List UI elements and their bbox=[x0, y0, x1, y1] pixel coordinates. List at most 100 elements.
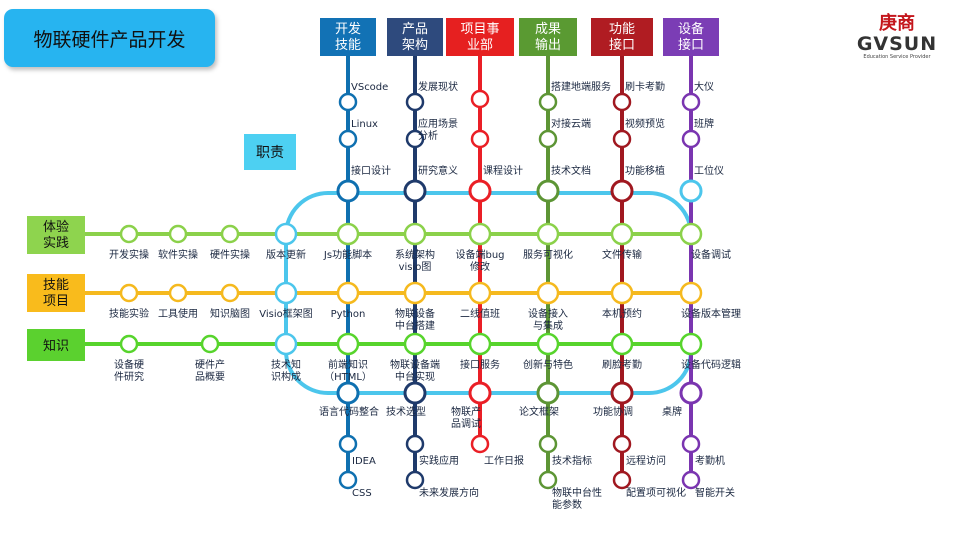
station-iface-1 bbox=[612, 129, 632, 149]
station-label-device-7: 考勤机 bbox=[695, 454, 725, 467]
station-label-iface-1: 视频预览 bbox=[625, 117, 665, 130]
station-label-iface-3: 文件传输 bbox=[602, 248, 642, 261]
station-label-experience-3: 版本更新 bbox=[266, 248, 306, 261]
station-iface-3 bbox=[610, 222, 634, 246]
station-label-dept-6: 物联产品调试 bbox=[451, 405, 481, 430]
station-label-arch-7: 实践应用 bbox=[419, 454, 459, 467]
station-output-3 bbox=[536, 222, 560, 246]
station-device-0 bbox=[681, 92, 701, 112]
station-skill-4 bbox=[336, 281, 360, 305]
logo-en: GVSUN bbox=[856, 33, 938, 55]
station-arch-4 bbox=[403, 281, 427, 305]
station-skill-8 bbox=[338, 470, 358, 490]
station-label-arch-8: 未来发展方向 bbox=[419, 486, 479, 499]
station-device-7 bbox=[681, 434, 701, 454]
station-experience-0 bbox=[119, 224, 139, 244]
station-iface-5 bbox=[610, 332, 634, 356]
station-dept-1 bbox=[470, 129, 490, 149]
station-device-1 bbox=[681, 129, 701, 149]
station-dept-4 bbox=[468, 281, 492, 305]
column-header-device bbox=[663, 18, 719, 56]
station-label-arch-1: 应用场景分析 bbox=[418, 117, 458, 142]
station-label-arch-5: 物联设备端中台实现 bbox=[390, 358, 440, 383]
station-label-output-1: 对接云端 bbox=[551, 117, 591, 130]
station-device-3 bbox=[679, 222, 703, 246]
column-header-iface bbox=[591, 18, 653, 56]
station-dept-7 bbox=[470, 434, 490, 454]
column-header-label-iface: 功能接口 bbox=[609, 22, 635, 53]
station-label-project-2: 知识脑图 bbox=[210, 307, 250, 320]
station-output-7 bbox=[538, 434, 558, 454]
station-output-4 bbox=[536, 281, 560, 305]
station-arch-7 bbox=[405, 434, 425, 454]
station-arch-1 bbox=[405, 129, 425, 149]
station-label-output-6: 论文框架 bbox=[519, 405, 559, 418]
station-knowledge-0 bbox=[119, 334, 139, 354]
station-label-skill-4: Python bbox=[331, 309, 366, 320]
station-output-8 bbox=[538, 470, 558, 490]
station-label-dept-5: 接口服务 bbox=[460, 358, 500, 371]
station-label-output-4: 设备接入与集成 bbox=[528, 307, 568, 332]
station-project-0 bbox=[119, 283, 139, 303]
row-label-experience bbox=[27, 216, 85, 254]
station-label-project-0: 技能实验 bbox=[109, 307, 149, 320]
station-dept-6 bbox=[468, 381, 492, 405]
role-label: 职责 bbox=[244, 134, 296, 170]
station-label-device-3: 设备调试 bbox=[691, 248, 731, 261]
station-label-knowledge-2: 技术知识构成 bbox=[271, 358, 301, 383]
row-label-project bbox=[27, 274, 85, 312]
station-iface-7 bbox=[612, 434, 632, 454]
station-label-device-5: 设备代码逻辑 bbox=[681, 358, 741, 371]
station-label-output-3: 服务可视化 bbox=[523, 248, 573, 261]
column-header-label-arch: 产品架构 bbox=[402, 22, 428, 53]
station-device-4 bbox=[679, 281, 703, 305]
station-project-2 bbox=[220, 283, 240, 303]
station-label-project-3: Visio框架图 bbox=[259, 307, 313, 320]
station-arch-0 bbox=[405, 92, 425, 112]
station-skill-7 bbox=[338, 434, 358, 454]
station-knowledge-1 bbox=[200, 334, 220, 354]
station-iface-0 bbox=[612, 92, 632, 112]
station-skill-3 bbox=[336, 222, 360, 246]
station-skill-2 bbox=[336, 179, 360, 203]
column-header-label-dept: 项目事业部 bbox=[460, 22, 499, 53]
station-label-skill-6: 语言代码整合 bbox=[319, 405, 379, 418]
station-label-knowledge-0: 设备硬件研究 bbox=[114, 358, 144, 383]
station-output-1 bbox=[538, 129, 558, 149]
station-project-1 bbox=[168, 283, 188, 303]
station-experience-1 bbox=[168, 224, 188, 244]
station-label-dept-2: 课程设计 bbox=[483, 164, 523, 177]
station-label-dept-7: 工作日报 bbox=[484, 454, 524, 467]
station-label-device-0: 大仪 bbox=[694, 80, 714, 93]
station-experience-3 bbox=[274, 222, 298, 246]
station-label-device-8: 智能开关 bbox=[695, 486, 735, 499]
column-header-arch bbox=[387, 18, 443, 56]
station-dept-0 bbox=[470, 89, 490, 109]
column-header-label-skill: 开发技能 bbox=[335, 21, 361, 53]
station-output-6 bbox=[536, 381, 560, 405]
column-header-label-output: 成果输出 bbox=[535, 22, 561, 53]
station-device-6 bbox=[679, 381, 703, 405]
station-label-output-2: 技术文档 bbox=[551, 164, 591, 177]
station-label-iface-5: 刷脸考勤 bbox=[602, 358, 642, 371]
station-iface-6 bbox=[610, 381, 634, 405]
station-label-skill-3: Js功能脚本 bbox=[323, 248, 372, 261]
station-label-iface-8: 配置项可视化 bbox=[626, 486, 686, 499]
station-iface-2 bbox=[610, 179, 634, 203]
station-label-skill-5: 前端知识（HTML） bbox=[324, 358, 372, 383]
station-label-arch-6: 技术选型 bbox=[386, 405, 426, 418]
station-label-output-0: 搭建地端服务 bbox=[551, 80, 611, 93]
station-project-3 bbox=[274, 281, 298, 305]
station-label-iface-6: 功能协调 bbox=[593, 405, 633, 418]
station-label-skill-8: CSS bbox=[352, 488, 372, 499]
station-label-dept-4: 二线值班 bbox=[460, 307, 500, 320]
station-label-iface-7: 远程访问 bbox=[626, 454, 666, 467]
station-label-iface-2: 功能移植 bbox=[625, 164, 665, 177]
station-arch-8 bbox=[405, 470, 425, 490]
row-label-text-project: 技能项目 bbox=[43, 278, 69, 309]
station-output-5 bbox=[536, 332, 560, 356]
station-arch-3 bbox=[403, 222, 427, 246]
